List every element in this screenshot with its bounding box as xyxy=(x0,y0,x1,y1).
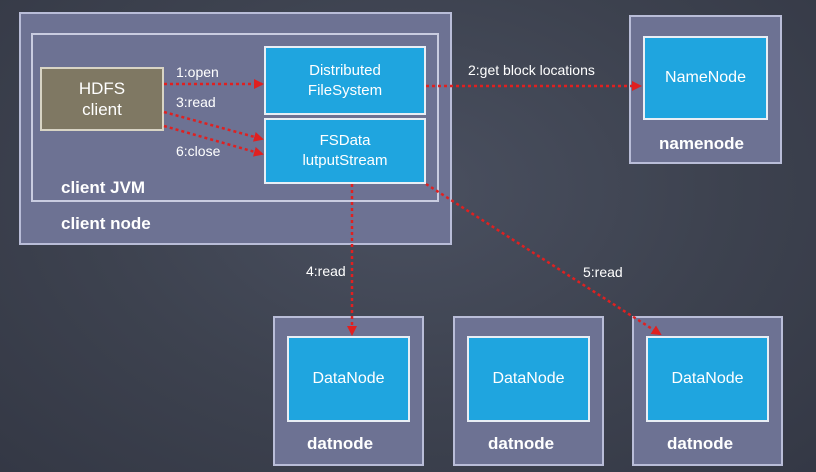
label-read-5: 5:read xyxy=(583,264,623,280)
hdfs-client-line2: client xyxy=(82,100,122,119)
fsdata-line2: lutputStream xyxy=(302,152,388,169)
datanode-2-inner-box: DataNode xyxy=(467,336,590,422)
arrow-read-3 xyxy=(163,110,264,142)
namenode-inner-box: NameNode xyxy=(643,36,768,120)
namenode-outer-label: namenode xyxy=(659,134,745,153)
datanode-1-outer-label: datnode xyxy=(307,434,374,453)
datanode-3-inner-box: DataNode xyxy=(646,336,769,422)
datanode-3-inner-label: DataNode xyxy=(671,370,744,387)
datanode-2-inner-label: DataNode xyxy=(492,370,565,387)
arrow-read-5 xyxy=(425,182,662,336)
fsdata-line1: FSData xyxy=(319,132,371,149)
namenode-inner-label: NameNode xyxy=(665,69,746,86)
distributed-filesystem-box: Distributed FileSystem xyxy=(264,46,426,115)
client-jvm-label: client JVM xyxy=(61,178,146,197)
hdfs-client-line1: HDFS xyxy=(78,79,126,98)
datanode-2-outer-label: datnode xyxy=(488,434,555,453)
client-node-label: client node xyxy=(61,214,151,233)
datanode-3-outer-label: datnode xyxy=(667,434,734,453)
label-read-3: 3:read xyxy=(176,94,216,110)
dfs-line1: Distributed xyxy=(309,61,381,79)
dfs-line2: FileSystem xyxy=(307,81,383,99)
arrow-close xyxy=(163,124,264,157)
label-get-block-locations: 2:get block locations xyxy=(468,62,595,78)
label-close: 6:close xyxy=(176,143,221,159)
datanode-1-inner-box: DataNode xyxy=(287,336,410,422)
hdfs-client-box: HDFS client xyxy=(40,67,164,131)
fsdata-stream-box: FSData lutputStream xyxy=(264,118,426,184)
label-open: 1:open xyxy=(176,64,219,80)
datanode-1-inner-label: DataNode xyxy=(312,370,385,387)
label-read-4: 4:read xyxy=(306,263,346,279)
